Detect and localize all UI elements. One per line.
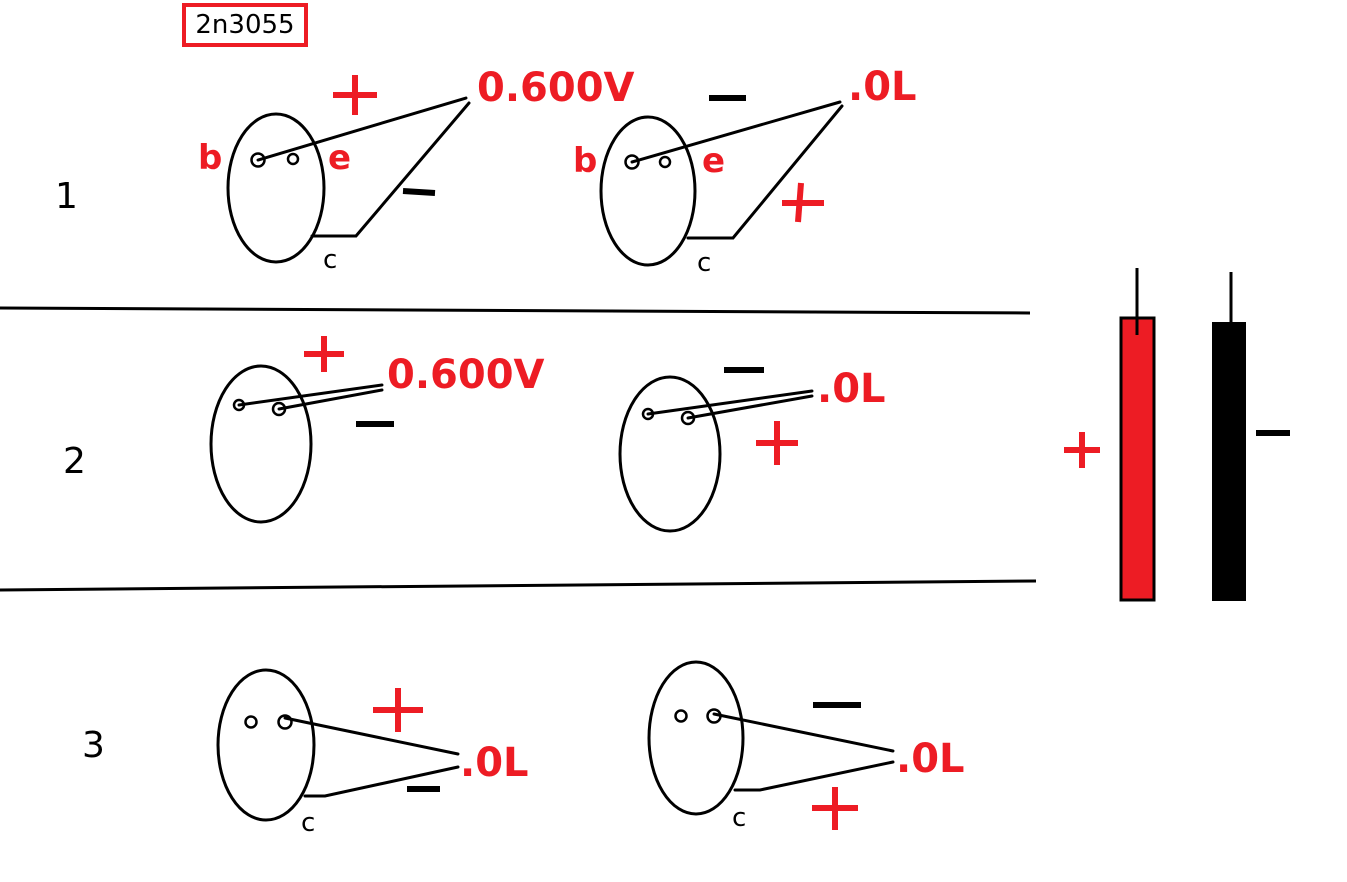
base-pin bbox=[674, 709, 688, 723]
collector-label: c bbox=[323, 245, 337, 275]
collector-label: c bbox=[301, 808, 315, 838]
base-label: b bbox=[573, 141, 597, 181]
base-label: b bbox=[198, 138, 222, 178]
reading-r3-right: .0L bbox=[896, 736, 965, 782]
transistor-2-right: .0L bbox=[618, 366, 886, 533]
emitter-label: e bbox=[328, 138, 351, 178]
probe-legend bbox=[1064, 268, 1290, 602]
row-number-3: 3 bbox=[82, 725, 105, 766]
reading-r1-right: .0L bbox=[848, 64, 917, 110]
positive-probe bbox=[1064, 268, 1156, 602]
transistor-1-right: b e c .0L bbox=[573, 64, 917, 278]
base-pin bbox=[244, 715, 258, 729]
row-separator-2 bbox=[0, 579, 1037, 592]
title-box: 2n3055 bbox=[182, 3, 308, 47]
transistor-2-left: 0.600V bbox=[209, 336, 545, 524]
reading-r2-left: 0.600V bbox=[387, 352, 545, 398]
transistor-3-right: c .0L bbox=[647, 660, 965, 833]
emitter-pin bbox=[658, 155, 672, 169]
minus-sign bbox=[402, 188, 436, 196]
collector-label: c bbox=[732, 803, 746, 833]
transistor-1-left: b e c 0.600V bbox=[198, 65, 635, 275]
row-separator-1 bbox=[0, 306, 1031, 315]
reading-r2-right: .0L bbox=[817, 366, 886, 412]
row-number-2: 2 bbox=[63, 441, 86, 482]
reading-r1-left: 0.600V bbox=[477, 65, 635, 111]
part-number-label: 2n3055 bbox=[195, 10, 295, 40]
row-number-1: 1 bbox=[55, 176, 78, 217]
transistor-3-left: c .0L bbox=[216, 668, 529, 838]
collector-label: c bbox=[697, 248, 711, 278]
emitter-label: e bbox=[702, 141, 725, 181]
reading-r3-left: .0L bbox=[460, 740, 529, 786]
emitter-pin bbox=[286, 152, 300, 166]
negative-probe bbox=[1212, 272, 1290, 601]
